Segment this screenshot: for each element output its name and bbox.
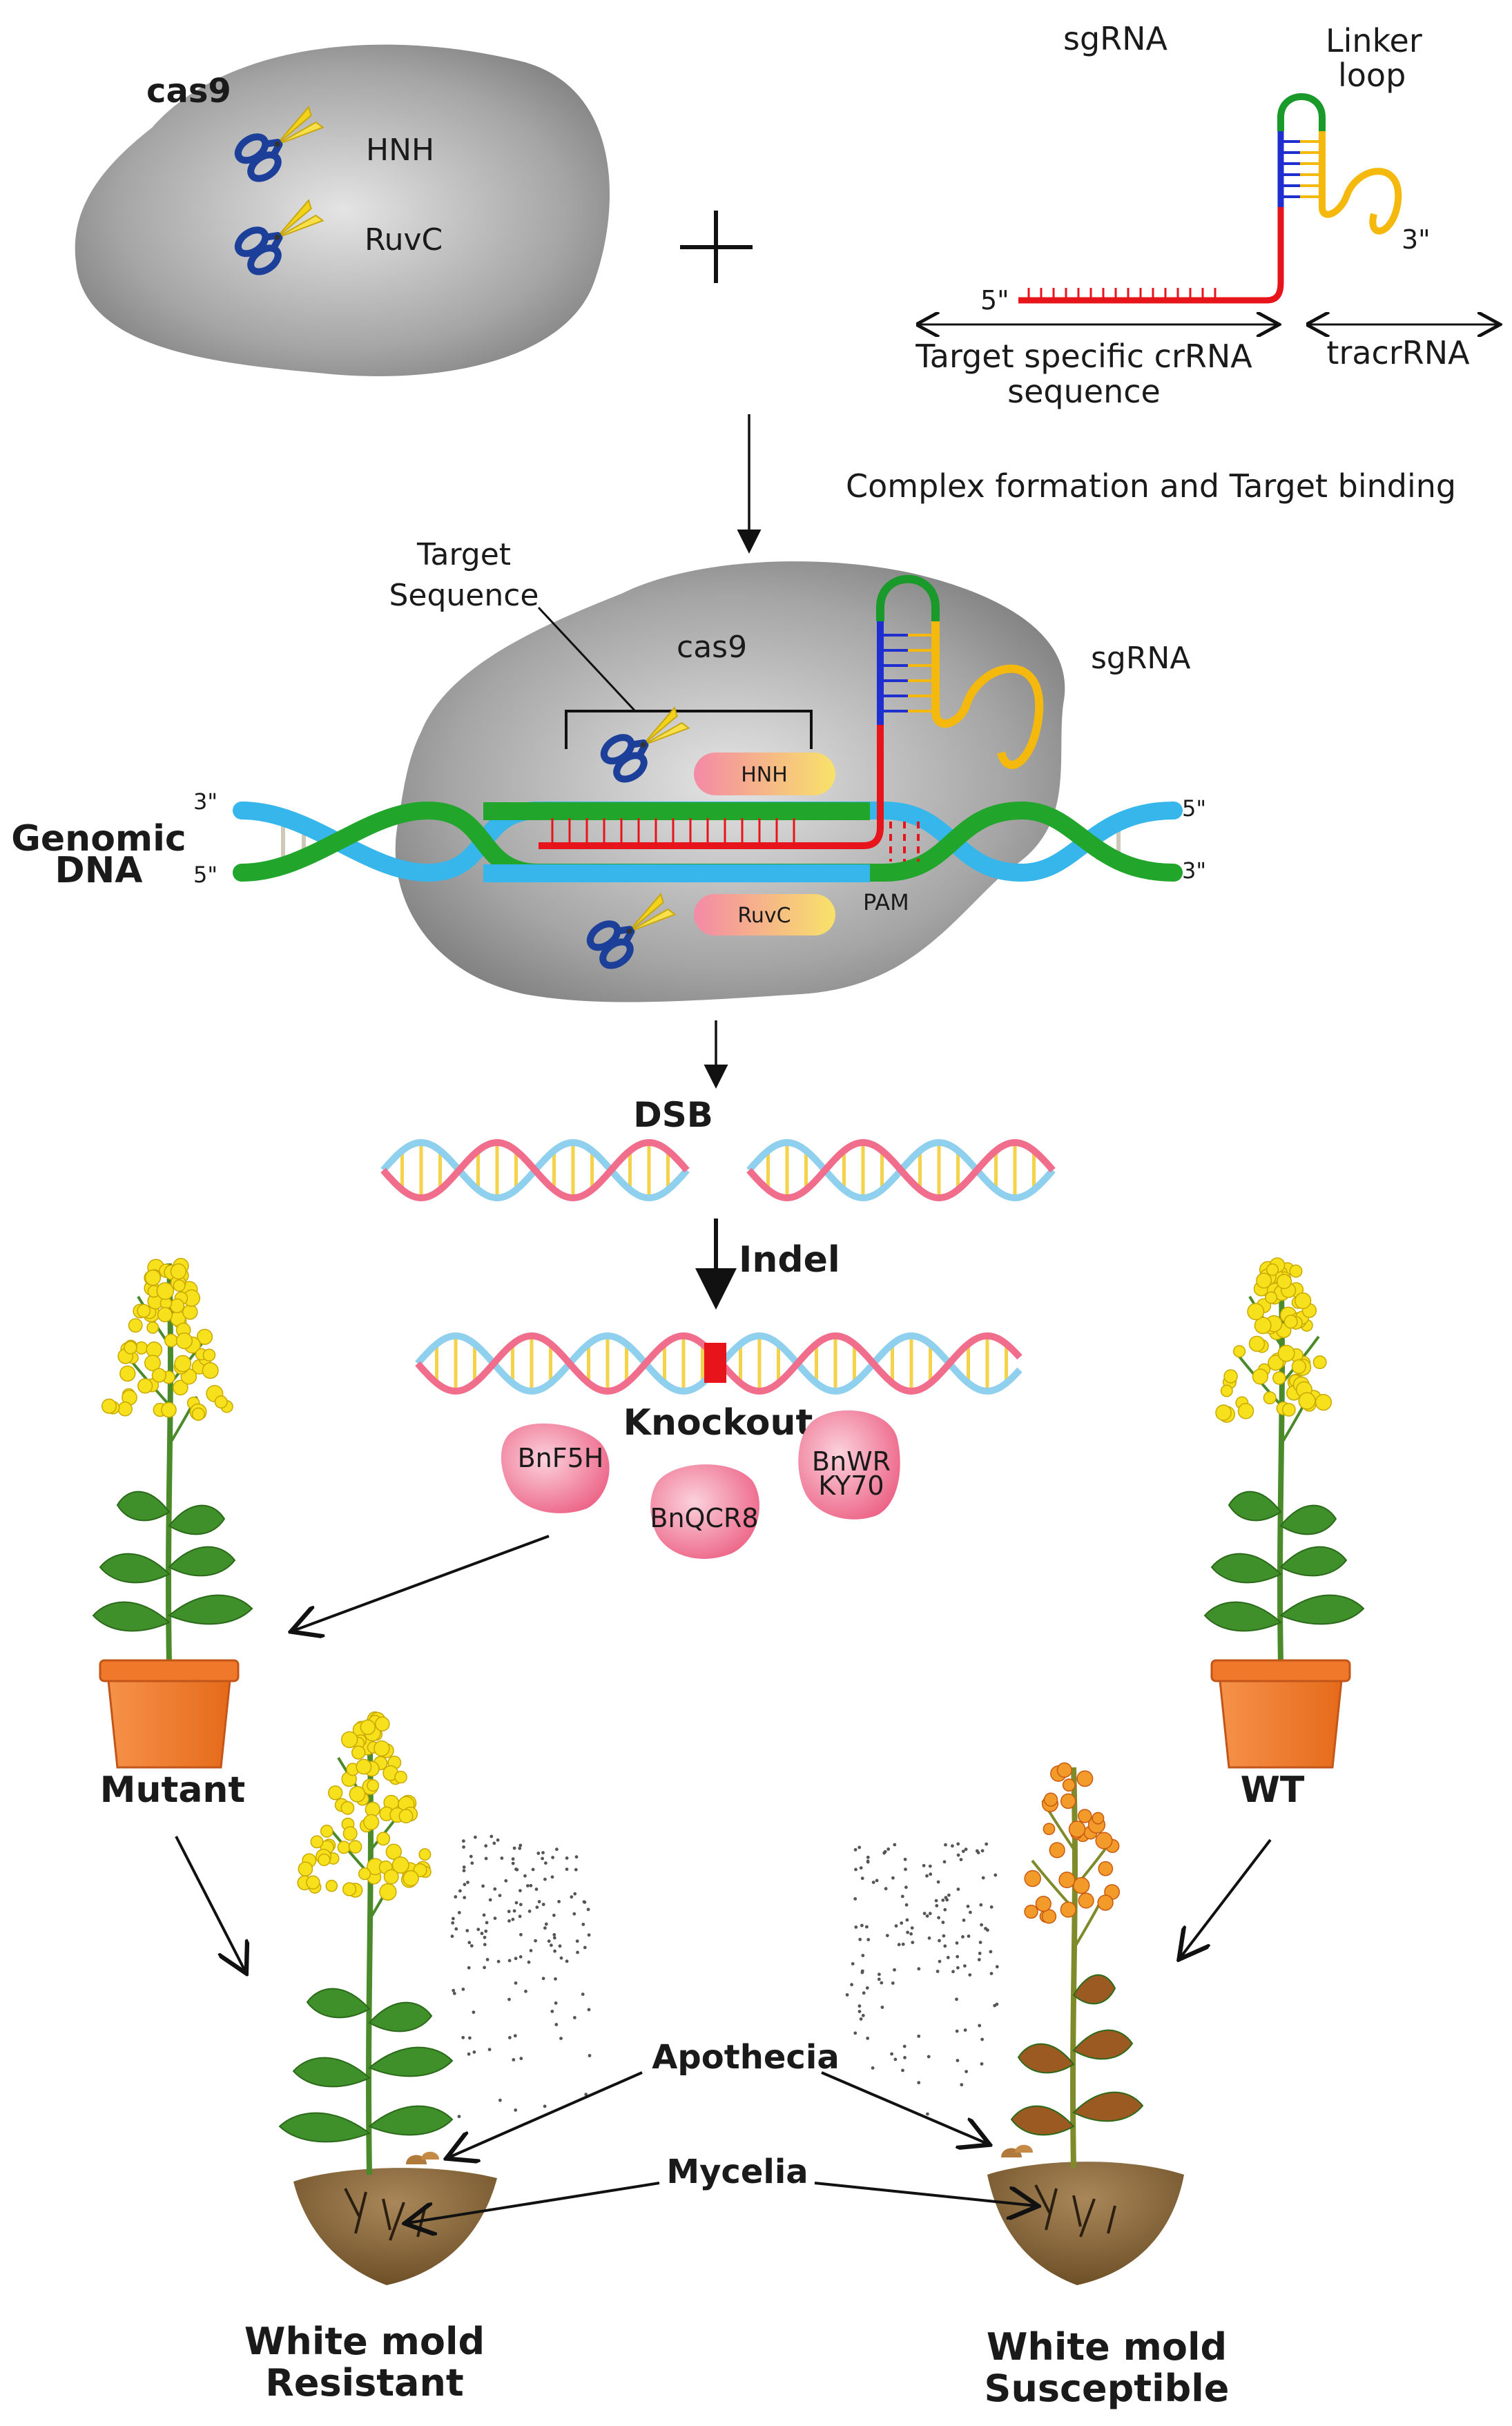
plus-icon	[680, 211, 753, 283]
mutant-label: Mutant	[100, 1769, 246, 1811]
dna-3-prime-left: 3"	[193, 788, 217, 815]
gene-label-bnqcr8: BnQCR8	[650, 1503, 758, 1533]
dsb-label: DSB	[633, 1095, 713, 1135]
scissors-icon	[600, 706, 690, 783]
genomic-dna-label-2: DNA	[55, 850, 143, 891]
crrna-label-2: sequence	[1007, 373, 1161, 410]
sgrna-structure-middle	[539, 574, 1044, 862]
linker-loop-label-2: loop	[1338, 57, 1406, 94]
hnh-domain	[694, 753, 835, 795]
resistant-plant	[278, 1711, 454, 2175]
sgrna-label-middle: sgRNA	[1091, 641, 1190, 676]
sgrna-label-top: sgRNA	[1063, 20, 1168, 57]
mycelia-arrow-right	[814, 2182, 1036, 2206]
linker-loop-label: Linker	[1326, 22, 1422, 59]
pam-label: PAM	[863, 889, 909, 915]
five-prime-label-top: 5"	[980, 285, 1009, 316]
three-prime-label-top: 3"	[1402, 224, 1431, 255]
gene-label-bnwrky70: BnWR	[812, 1446, 891, 1477]
dna-5-prime-right: 5"	[1182, 795, 1206, 822]
target-sequence-label: Target	[416, 537, 511, 572]
knockout-label: Knockout	[623, 1402, 813, 1444]
cas9-label-top: cas9	[146, 72, 231, 110]
complex-formation-label: Complex formation and Target binding	[846, 467, 1456, 505]
susceptible-label: White mold	[987, 2325, 1227, 2369]
target-bracket	[565, 710, 813, 749]
apothecia-arrow-left	[449, 2071, 643, 2157]
scissors-icon	[234, 199, 324, 275]
wt-label: WT	[1241, 1769, 1305, 1811]
dna-3-prime-right: 3"	[1182, 857, 1206, 884]
ascospores	[845, 1842, 999, 2116]
ruvc-domain	[694, 894, 835, 935]
wt-plant-in-pot	[1203, 1257, 1365, 1769]
dna-helix-broken-right	[746, 1138, 1056, 1202]
tracrrna-label: tracrRNA	[1326, 334, 1470, 371]
mycelia-label: Mycelia	[666, 2153, 808, 2191]
hnh-label-middle: HNH	[741, 763, 788, 787]
knockout-to-mutant-arrow	[293, 1535, 550, 1631]
wt-to-susceptible-arrow	[1181, 1838, 1272, 1957]
susceptible-label-2: Susceptible	[985, 2367, 1230, 2410]
sgrna-structure-top	[1018, 93, 1402, 304]
hnh-label-top: HNH	[366, 133, 434, 168]
target-pointer-line	[537, 606, 637, 712]
mycelia-arrow-left	[407, 2182, 660, 2223]
dna-5-prime-left: 5"	[193, 862, 217, 888]
apothecia-label: Apothecia	[652, 2038, 839, 2077]
susceptible-plant	[1010, 1762, 1144, 2168]
apothecia-arrow-right	[821, 2071, 987, 2144]
soil-mound-susceptible	[987, 2162, 1184, 2285]
apothecia-resistant	[406, 2151, 439, 2164]
ascospores	[450, 1834, 592, 2119]
mutant-plant-in-pot	[92, 1258, 253, 1769]
ruvc-label-top: RuvC	[365, 222, 443, 258]
soil-mound-resistant	[293, 2168, 497, 2285]
indel-label: Indel	[739, 1239, 840, 1281]
gene-label-bnf5h: BnF5H	[518, 1443, 604, 1473]
protein-bnf5h	[501, 1423, 610, 1513]
scissors-icon	[234, 106, 324, 182]
cas9-protein-top	[75, 44, 610, 376]
apothecia-susceptible	[1001, 2144, 1033, 2157]
resistant-label: White mold	[244, 2320, 485, 2363]
ruvc-label-middle: RuvC	[737, 904, 791, 928]
cas9-label-middle: cas9	[677, 630, 747, 665]
crrna-label: Target specific crRNA	[915, 338, 1252, 375]
dna-helix-broken-left	[380, 1138, 690, 1202]
knockout-mark	[704, 1343, 726, 1383]
mutant-to-resistant-arrow	[175, 1836, 245, 1971]
target-sequence-label-2: Sequence	[389, 578, 539, 613]
scissors-icon	[586, 893, 677, 969]
protein-bnqcr8	[650, 1464, 759, 1559]
gene-label-bnwrky70-2: KY70	[818, 1471, 884, 1501]
genomic-dna-label: Genomic	[11, 818, 186, 860]
resistant-label-2: Resistant	[265, 2361, 464, 2405]
protein-bnwrky70	[798, 1410, 900, 1520]
